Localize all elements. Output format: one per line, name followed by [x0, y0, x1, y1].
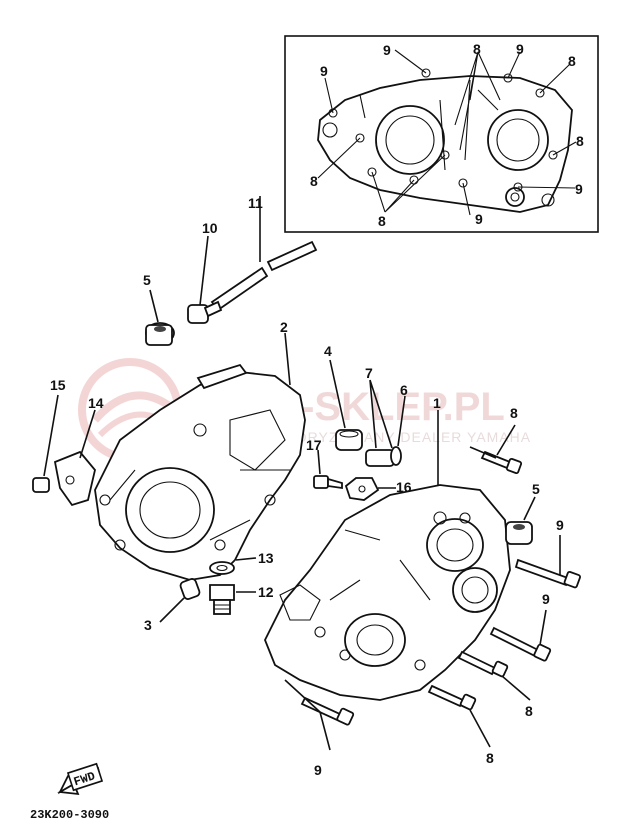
part-1-right-crankcase [264, 410, 511, 701]
callout-9-bottom: 9 [314, 762, 322, 778]
callout-1: 1 [433, 395, 441, 411]
callout-9-middle: 9 [542, 591, 550, 607]
callout-10: 10 [202, 220, 218, 236]
part-9-bolts [284, 535, 581, 751]
inset-callout-9-top-left: 9 [383, 42, 391, 58]
part-17-bolt [313, 449, 343, 490]
part-5-collar-right [505, 496, 536, 545]
part-7-pin [365, 379, 395, 467]
callout-14: 14 [88, 395, 104, 411]
callout-15: 15 [50, 377, 66, 393]
callout-labels: 1 2 3 4 5 5 6 7 8 8 8 9 9 9 10 11 12 13 … [50, 195, 564, 778]
part-16-plate [344, 477, 396, 501]
inset-callout-8-bottom: 8 [378, 213, 386, 229]
callout-9-top: 9 [556, 517, 564, 533]
part-15-plug [32, 394, 59, 493]
callout-6: 6 [400, 382, 408, 398]
callout-2: 2 [280, 319, 288, 335]
fwd-label: FWD [72, 769, 97, 789]
callout-13: 13 [258, 550, 274, 566]
part-13-washer [209, 557, 257, 575]
part-2-left-crankcase [94, 332, 306, 581]
callout-5-left: 5 [143, 272, 151, 288]
inset-callout-8-top: 8 [473, 41, 481, 57]
watermark-sub-text: AUTORYZOWANY DEALER YAMAHA [265, 429, 531, 445]
part-8-bolts [427, 424, 531, 748]
callout-17: 17 [306, 437, 322, 453]
callout-8-top: 8 [510, 405, 518, 421]
fwd-arrow-icon: FWD [57, 762, 104, 796]
callout-11: 11 [248, 195, 263, 211]
part-4-dowel [329, 359, 363, 451]
callout-7: 7 [365, 365, 373, 381]
part-code: 23K200-3090 [30, 808, 109, 822]
part-14-bracket [53, 409, 96, 507]
inset-crankcase-view: 9 8 9 8 8 9 9 8 9 8 [284, 35, 599, 233]
callout-16: 16 [396, 479, 412, 495]
inset-callout-9-top-right: 9 [516, 41, 524, 57]
callout-4: 4 [324, 343, 332, 359]
callout-5-right: 5 [532, 481, 540, 497]
callout-8-bottom: 8 [486, 750, 494, 766]
part-3-plug [159, 578, 201, 623]
part-11-hose [210, 196, 318, 312]
inset-callout-8-left: 8 [310, 173, 318, 189]
part-6-oring [390, 395, 406, 466]
callout-8-middle: 8 [525, 703, 533, 719]
callout-3: 3 [144, 617, 152, 633]
inset-callout-9-left: 9 [320, 63, 328, 79]
part-5-collar-left [145, 289, 175, 346]
inset-callout-9-right-bottom: 9 [575, 181, 583, 197]
part-10-fitting [187, 235, 223, 324]
callout-12: 12 [258, 584, 274, 600]
inset-callout-8-right: 8 [576, 133, 584, 149]
inset-callout-8-right-top: 8 [568, 53, 576, 69]
inset-callout-9-bottom: 9 [475, 211, 483, 227]
part-12-drain-bolt [209, 584, 256, 615]
